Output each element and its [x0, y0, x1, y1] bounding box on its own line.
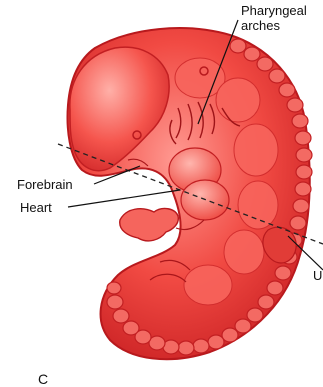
limb-bud [120, 209, 179, 241]
label-pharyngeal-line1: Pharyngeal [241, 3, 307, 18]
heart-leader [68, 190, 180, 207]
label-pharyngeal-line2: arches [241, 18, 280, 33]
label-right-cut: U [313, 268, 322, 283]
label-forebrain: Forebrain [17, 177, 73, 192]
label-heart: Heart [20, 200, 52, 215]
label-panel-letter: C [38, 372, 48, 387]
